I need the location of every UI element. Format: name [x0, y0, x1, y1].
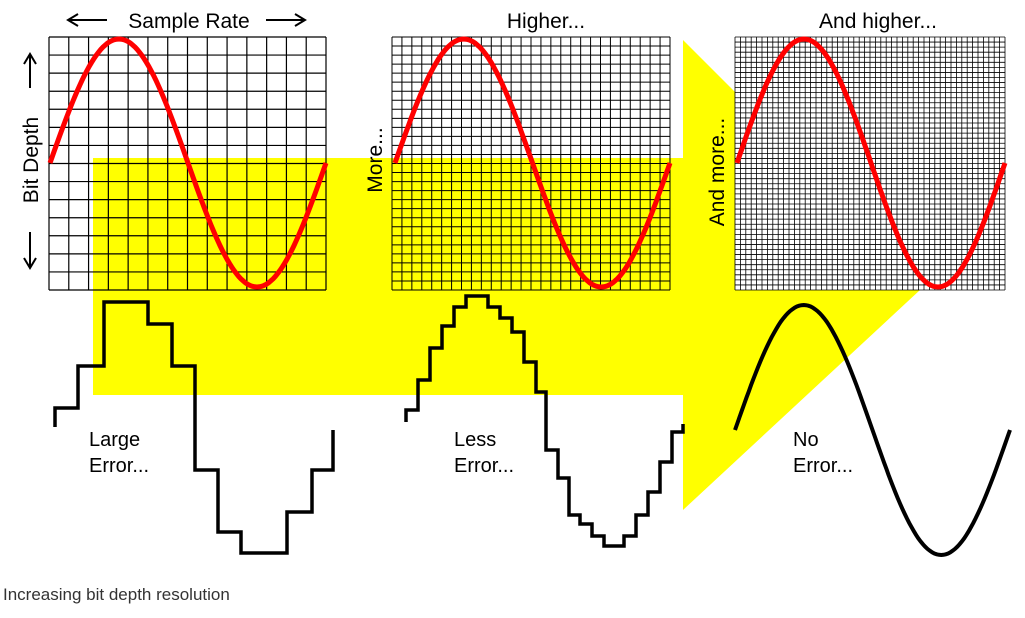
sine-wave-panel-1 — [47, 36, 329, 290]
panel-1-error-line2: Error... — [89, 455, 149, 477]
smooth-wave-none — [733, 302, 1012, 558]
sine-wave-panel-2 — [392, 36, 673, 290]
panel-2-top-label: Higher... — [507, 10, 585, 33]
sample-rate-label: Sample Rate — [128, 10, 249, 33]
arrow-down-icon — [23, 232, 37, 270]
sample-rate-axis: Sample Rate — [66, 10, 307, 33]
sine-wave-panel-3 — [734, 36, 1008, 290]
bit-depth-label: Bit Depth — [20, 117, 43, 203]
panel-2-error-line1: Less — [454, 429, 496, 451]
grid-panel-1 — [48, 36, 327, 291]
staircase-wave-large — [53, 300, 335, 555]
panel-3-top-label: And higher... — [819, 10, 937, 33]
panel-3-error-line1: No — [793, 429, 819, 451]
bit-depth-axis: Bit Depth — [20, 52, 43, 270]
bit-depth-diagram: Sample Rate Higher... And higher... Bit … — [20, 10, 1012, 558]
grid-panel-2 — [391, 36, 671, 291]
panel-2-error-line2: Error... — [454, 455, 514, 477]
staircase-wave-less — [404, 294, 685, 548]
grid-panel-3 — [734, 36, 1006, 291]
panel-1-error-line1: Large — [89, 429, 140, 451]
figure-caption: Increasing bit depth resolution — [3, 585, 230, 604]
panel-2-side-label: More... — [364, 127, 387, 192]
arrow-left-icon — [66, 13, 107, 27]
panel-3-side-label: And more... — [706, 118, 729, 227]
arrow-up-icon — [23, 52, 37, 88]
panel-3-error-line2: Error... — [793, 455, 853, 477]
arrow-right-icon — [266, 13, 307, 27]
